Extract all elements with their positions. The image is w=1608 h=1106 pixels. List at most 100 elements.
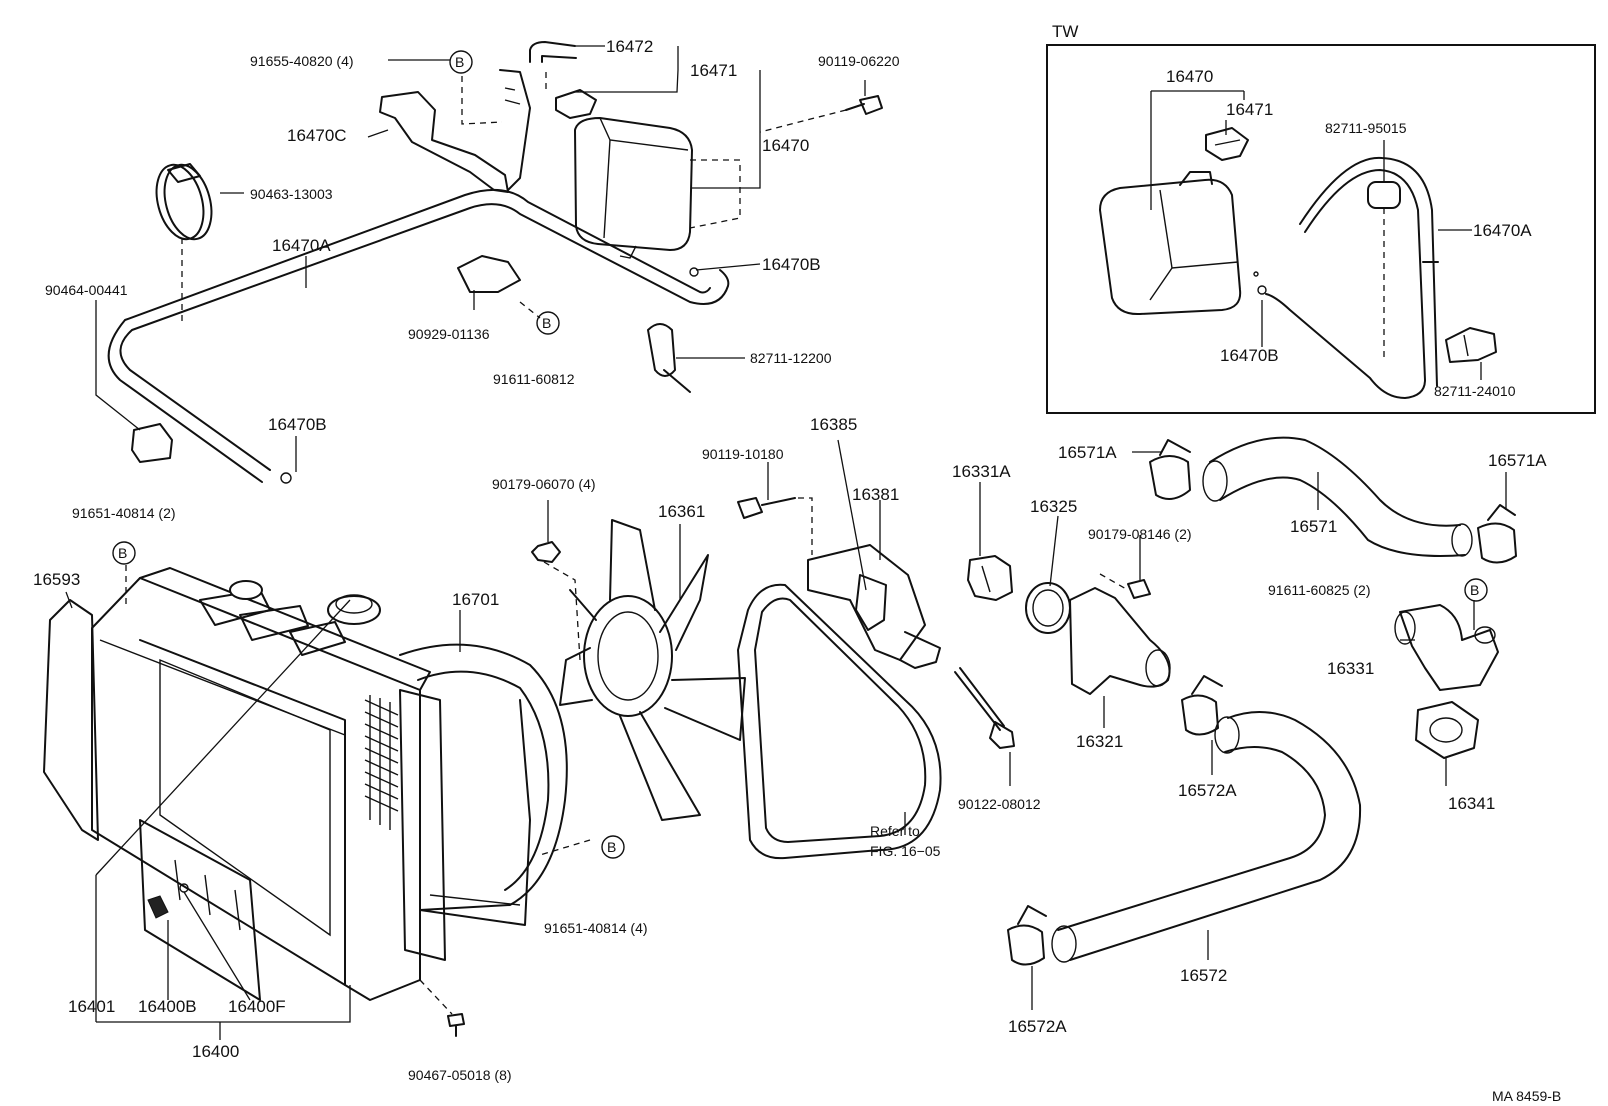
label-16400: 16400: [192, 1042, 239, 1061]
clip-90464-00441: [131, 423, 173, 463]
label-16331A: 16331A: [952, 462, 1011, 481]
tw-label-82711-24010: 82711-24010: [1434, 383, 1516, 399]
reservoir-group: 91655-40820 (4) B 16472 16471 90119-0622…: [45, 37, 900, 484]
label-91655-40820: 91655-40820 (4): [250, 53, 354, 69]
bolt-90179-08146: [1127, 579, 1151, 599]
label-16572A-lower: 16572A: [1008, 1017, 1067, 1036]
tw-label-16470A: 16470A: [1473, 221, 1532, 240]
label-90119-06220: 90119-06220: [818, 53, 900, 69]
label-82711-12200: 82711-12200: [750, 350, 832, 366]
label-16571: 16571: [1290, 517, 1337, 536]
label-16361: 16361: [658, 502, 705, 521]
label-16400F: 16400F: [228, 997, 286, 1016]
bracket-16470C: [379, 91, 509, 193]
callout-b-4-letter: B: [607, 839, 616, 855]
callout-b-5-letter: B: [1470, 582, 1479, 598]
label-90122-08012: 90122-08012: [958, 796, 1041, 812]
clamp-90463-13003: [155, 163, 213, 241]
label-90179-08146: 90179-08146 (2): [1088, 526, 1192, 542]
sensor-16331A: [967, 555, 1013, 601]
baffle-16593: [43, 599, 99, 841]
fan-group: 90179-06070 (4) 16361 90119-10180 16385 …: [492, 415, 942, 860]
tw-label-82711-95015: 82711-95015: [1325, 120, 1407, 136]
label-16470C: 16470C: [287, 126, 347, 145]
label-91611-60825: 91611-60825 (2): [1268, 582, 1370, 598]
tw-hose-clip: [1445, 327, 1497, 363]
radiator-hose-16571: [1202, 436, 1473, 557]
radiator-group: 91651-40814 (2) B 16593 16701 B 91651-40…: [33, 505, 648, 1083]
label-91651-40814-4: 91651-40814 (4): [544, 920, 648, 936]
label-90179-06070: 90179-06070 (4): [492, 476, 596, 492]
clamp-16572A-upper: [1181, 675, 1223, 736]
water-outlet-16321: [1069, 587, 1171, 695]
label-16470B-upper: 16470B: [762, 255, 821, 274]
overflow-hose-16470A: [119, 203, 730, 471]
label-16571A-right: 16571A: [1488, 451, 1547, 470]
drain-cock-16400B: [147, 895, 169, 919]
label-16321: 16321: [1076, 732, 1123, 751]
fan-shroud-16701: [399, 643, 568, 926]
diagram-id: MA 8459-B: [1492, 1088, 1561, 1104]
reservoir-tank-16470: [574, 117, 693, 259]
label-16400B: 16400B: [138, 997, 197, 1016]
tw-overflow-hose: [1265, 156, 1439, 399]
label-16572A-upper: 16572A: [1178, 781, 1237, 800]
label-16471: 16471: [690, 61, 737, 80]
label-90464-00441: 90464-00441: [45, 282, 128, 298]
label-90463-13003: 90463-13003: [250, 186, 333, 202]
overflow-tube-16472: [529, 41, 576, 63]
callout-b-3: [112, 541, 136, 565]
reservoir-cap-16471: [555, 89, 597, 119]
clamp-16571A-left: [1149, 439, 1191, 500]
tw-cap: [1205, 127, 1249, 161]
label-16470A: 16470A: [272, 236, 331, 255]
callout-b-3-letter: B: [118, 545, 127, 561]
tw-label-16471: 16471: [1226, 100, 1273, 119]
fan-16361: [559, 519, 746, 821]
tw-reservoir-tank: [1099, 171, 1242, 316]
clamp-16571A-right: [1477, 504, 1517, 564]
label-16381: 16381: [852, 485, 899, 504]
tw-label-16470B: 16470B: [1220, 346, 1279, 365]
bolt-90467-05018: [447, 1013, 465, 1037]
label-16385: 16385: [810, 415, 857, 434]
thermostat-group: 16331A 16325 90179-08146 (2) 16571A 1657…: [952, 436, 1547, 1036]
label-16470B-lower: 16470B: [268, 415, 327, 434]
callout-b-5: [1464, 578, 1488, 602]
refer-line-1: Refer to: [870, 823, 920, 839]
gasket-16341: [1415, 701, 1479, 759]
callout-b-1: [449, 50, 473, 74]
callout-b-2: [536, 311, 560, 335]
tw-clip-16470B: [1257, 285, 1267, 295]
clip-90929-01136: [457, 255, 521, 293]
label-16401: 16401: [68, 997, 115, 1016]
radiator-cap-16401: [327, 595, 381, 625]
radiator-16400: [91, 567, 446, 1001]
callout-b-1-letter: B: [455, 54, 464, 70]
tw-inset-title: TW: [1052, 22, 1078, 41]
label-90929-01136: 90929-01136: [408, 326, 490, 342]
callout-b-4: [601, 835, 625, 859]
bolt-90119-06220: [845, 95, 883, 115]
tw-label-16470: 16470: [1166, 67, 1213, 86]
label-16701: 16701: [452, 590, 499, 609]
label-90467-05018: 90467-05018 (8): [408, 1067, 512, 1083]
nut-90179-06070: [531, 541, 561, 563]
callout-b-2-letter: B: [542, 315, 551, 331]
hose-clip-16470B-lower: [280, 472, 292, 484]
label-16341: 16341: [1448, 794, 1495, 813]
label-16470: 16470: [762, 136, 809, 155]
label-90119-10180: 90119-10180: [702, 446, 784, 462]
label-91611-60812: 91611-60812: [493, 371, 575, 387]
water-inlet-16331: [1394, 604, 1499, 691]
bolt-90122-08012: [954, 667, 1015, 749]
label-91651-40814-2: 91651-40814 (2): [72, 505, 176, 521]
label-16325: 16325: [1030, 497, 1077, 516]
fan-belt: [737, 583, 942, 860]
radiator-hose-16572: [1051, 710, 1362, 963]
tw-inset: TW: [1046, 22, 1596, 414]
label-16572: 16572: [1180, 966, 1227, 985]
clamp-16572A-lower: [1007, 905, 1047, 966]
bolt-90119-10180: [737, 497, 796, 519]
